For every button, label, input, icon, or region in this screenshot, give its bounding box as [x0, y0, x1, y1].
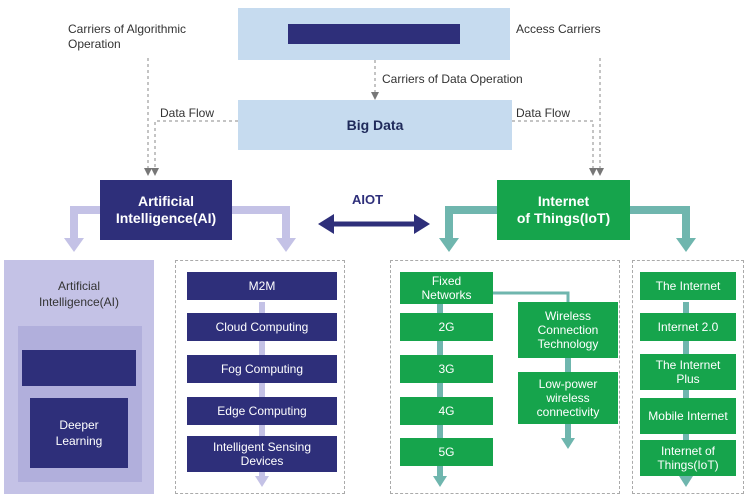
fixed-networks-box: Fixed Networks — [400, 272, 493, 304]
big-data-box: Big Data — [238, 100, 512, 150]
ai-panel-inner: Deeper Learning — [18, 326, 142, 482]
ai-panel-title-line2: Intelligence(AI) — [38, 295, 120, 309]
computing-item-fog: Fog Computing — [187, 355, 337, 383]
fixed-to-wireless-connector — [493, 291, 570, 302]
ai-redacted-block — [22, 350, 136, 386]
ai-title-line2: Intelligence(AI) — [115, 210, 217, 226]
network-gen-4g: 4G — [400, 397, 493, 425]
network-gen-5g: 5G — [400, 438, 493, 466]
internet-item-iot: Internet of Things(IoT) — [640, 440, 736, 476]
network-spine-arrowhead — [433, 476, 447, 487]
network-column — [390, 260, 620, 494]
network-gen-2g: 2G — [400, 313, 493, 341]
data-flow-right-label: Data Flow — [516, 106, 571, 120]
top-carrier-box — [238, 8, 510, 60]
iot-title-line1: Internet — [537, 193, 590, 209]
aiot-double-arrow — [318, 214, 430, 234]
data-flow-left-connector — [151, 120, 238, 176]
iot-left-arrowhead — [439, 238, 459, 252]
ai-title-line1: Artificial — [137, 193, 194, 209]
wireless-spine-arrowhead — [561, 438, 575, 449]
internet-spine-arrowhead — [679, 476, 693, 487]
network-gen-3g: 3G — [400, 355, 493, 383]
iot-title-line2: of Things(IoT) — [516, 210, 611, 226]
internet-item-internet-plus: The Internet Plus — [640, 354, 736, 390]
deeper-learning-box: Deeper Learning — [30, 398, 128, 468]
deeper-line2: Learning — [55, 434, 103, 448]
ai-branch-arrows — [70, 206, 290, 240]
iot-branch-arrows — [445, 206, 690, 240]
internet-item-mobile: Mobile Internet — [640, 398, 736, 434]
iot-right-arrowhead — [676, 238, 696, 252]
data-flow-right-connector — [512, 120, 597, 176]
ai-box: Artificial Intelligence(AI) — [100, 180, 232, 240]
deeper-line1: Deeper — [59, 418, 99, 432]
computing-item-sensing: Intelligent Sensing Devices — [187, 436, 337, 472]
ai-left-arrowhead — [64, 238, 84, 252]
computing-item-edge: Edge Computing — [187, 397, 337, 425]
ai-panel: Artificial Intelligence(AI) Deeper Learn… — [4, 260, 154, 494]
internet-column — [632, 260, 744, 494]
data-operation-label: Carriers of Data Operation — [382, 72, 523, 86]
aiot-label: AIOT — [352, 192, 384, 207]
internet-item-internet-2: Internet 2.0 — [640, 313, 736, 341]
data-flow-left-label: Data Flow — [160, 106, 215, 120]
ai-panel-title: Artificial Intelligence(AI) — [4, 278, 154, 310]
computing-item-cloud: Cloud Computing — [187, 313, 337, 341]
algorithmic-carrier-label: Carriers of Algorithmic Operation — [68, 22, 187, 51]
ai-right-arrowhead — [276, 238, 296, 252]
redacted-bar — [288, 24, 460, 44]
internet-item-the-internet: The Internet — [640, 272, 736, 300]
low-power-wireless-box: Low-power wireless connectivity — [518, 372, 618, 424]
wireless-tech-box: Wireless Connection Technology — [518, 302, 618, 358]
ai-panel-title-line1: Artificial — [57, 279, 100, 293]
access-carrier-label: Access Carriers — [516, 22, 601, 36]
iot-box: Internet of Things(IoT) — [497, 180, 630, 240]
computing-column — [175, 260, 345, 494]
computing-spine-arrowhead — [255, 476, 269, 487]
computing-item-m2m: M2M — [187, 272, 337, 300]
